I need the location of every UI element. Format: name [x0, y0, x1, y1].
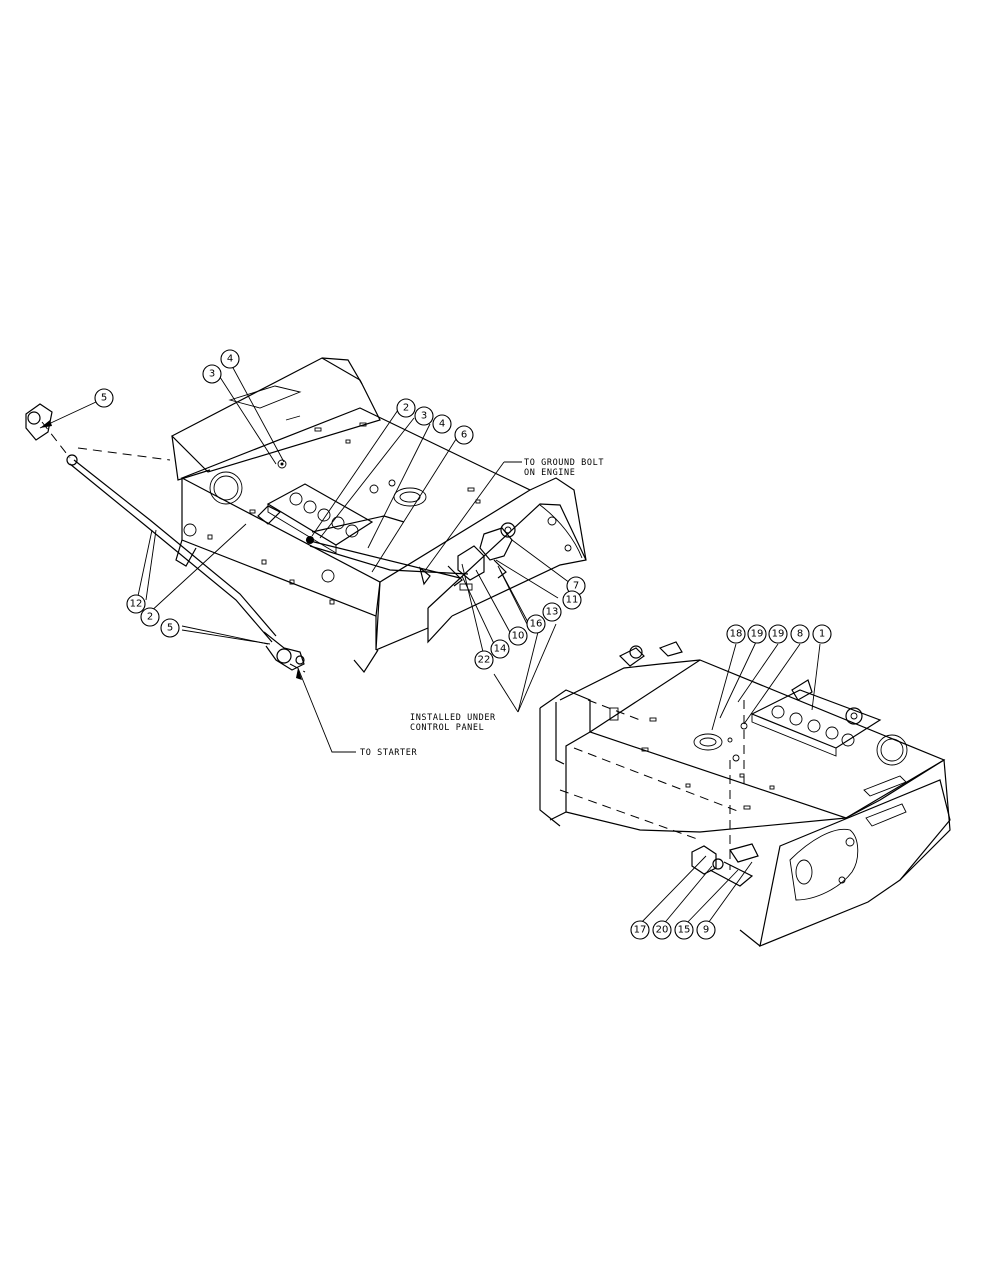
callout-13: 13 [542, 602, 562, 622]
callout-11: 11 [562, 590, 582, 610]
svg-text:19: 19 [751, 629, 764, 640]
callout-15: 15 [674, 920, 694, 940]
note-installed-under-line2: CONTROL PANEL [410, 723, 484, 733]
callout-16: 16 [526, 614, 546, 634]
svg-text:12: 12 [130, 599, 143, 610]
svg-text:19: 19 [772, 629, 785, 640]
callout-10: 10 [508, 626, 528, 646]
svg-text:6: 6 [461, 430, 467, 441]
svg-text:5: 5 [101, 393, 107, 404]
battery-cable [25, 403, 306, 673]
callout-1: 1 [812, 624, 832, 644]
svg-text:15: 15 [678, 925, 691, 936]
svg-text:3: 3 [421, 411, 427, 422]
callout-3: 3 [414, 406, 434, 426]
callout-20: 20 [652, 920, 672, 940]
svg-text:7: 7 [573, 581, 579, 592]
svg-text:17: 17 [634, 925, 647, 936]
svg-text:10: 10 [512, 631, 525, 642]
callout-8: 8 [790, 624, 810, 644]
svg-text:20: 20 [656, 925, 669, 936]
svg-text:5: 5 [167, 623, 173, 634]
callout-18: 18 [726, 624, 746, 644]
svg-text:4: 4 [227, 354, 233, 365]
svg-text:11: 11 [566, 595, 579, 606]
left-control-panel-assembly [170, 357, 587, 674]
callout-12: 12 [126, 594, 146, 614]
callout-19: 19 [747, 624, 767, 644]
svg-text:18: 18 [730, 629, 743, 640]
svg-text:4: 4 [439, 419, 445, 430]
callout-6: 6 [454, 425, 474, 445]
svg-text:13: 13 [546, 607, 559, 618]
callout-5: 5 [94, 388, 114, 408]
callout-2: 2 [140, 607, 160, 627]
annotation-notes: TO GROUND BOLT ON ENGINE TO STARTER INST… [360, 458, 604, 758]
callout-balloons: 5 3 4 2 3 4 6 12 2 5 7 11 13 16 10 14 22… [94, 349, 832, 940]
callout-14: 14 [490, 639, 510, 659]
note-ground-bolt-line2: ON ENGINE [524, 468, 575, 478]
svg-text:14: 14 [494, 644, 507, 655]
callout-17: 17 [630, 920, 650, 940]
right-control-panel-assembly [539, 641, 951, 947]
note-ground-bolt-line1: TO GROUND BOLT [524, 458, 604, 468]
svg-text:2: 2 [147, 612, 153, 623]
svg-text:9: 9 [703, 925, 709, 936]
svg-text:3: 3 [209, 369, 215, 380]
leader-lines [39, 365, 821, 927]
callout-22: 22 [474, 650, 494, 670]
callout-4: 4 [220, 349, 240, 369]
svg-text:16: 16 [530, 619, 543, 630]
callout-19: 19 [768, 624, 788, 644]
svg-text:1: 1 [819, 629, 825, 640]
callout-4: 4 [432, 414, 452, 434]
svg-text:22: 22 [478, 655, 491, 666]
note-installed-under-line1: INSTALLED UNDER [410, 713, 496, 723]
svg-text:8: 8 [797, 629, 803, 640]
callout-5: 5 [160, 618, 180, 638]
callout-9: 9 [696, 920, 716, 940]
callout-3: 3 [202, 364, 222, 384]
callout-2: 2 [396, 398, 416, 418]
note-to-starter: TO STARTER [360, 748, 417, 758]
svg-text:2: 2 [403, 403, 409, 414]
